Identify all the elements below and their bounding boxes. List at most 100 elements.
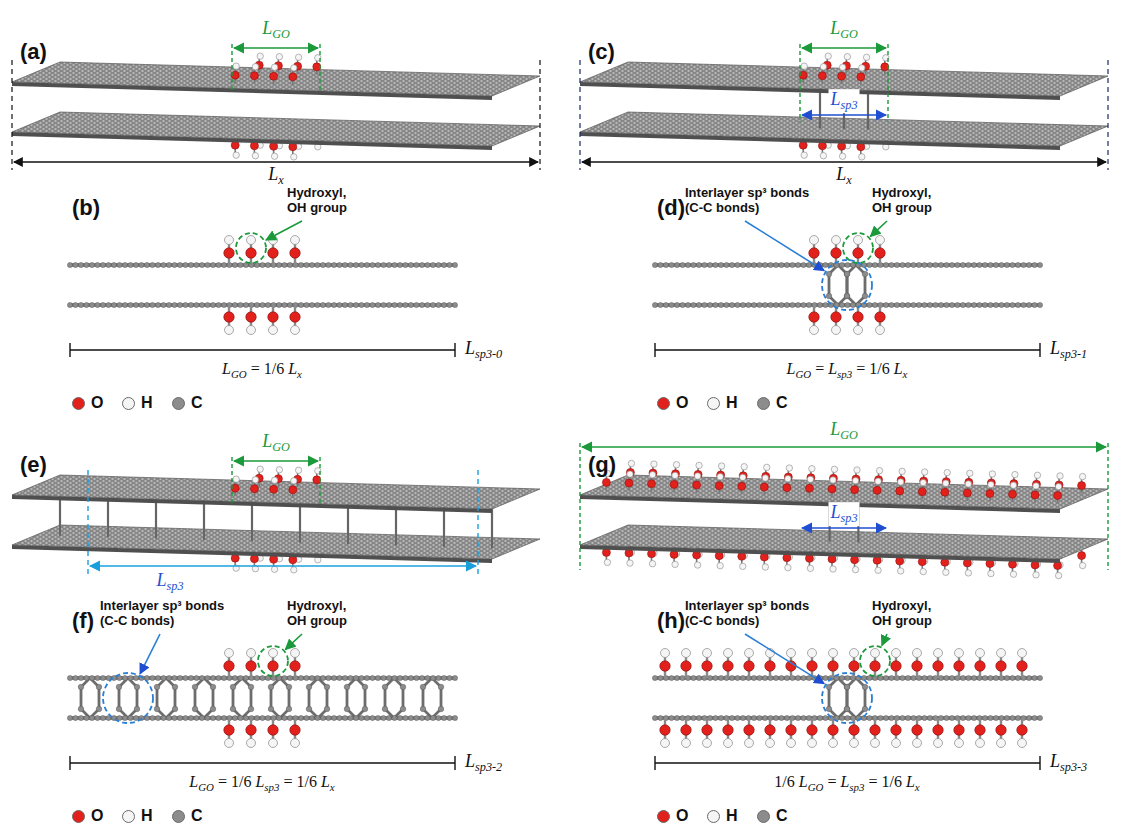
symbol: L — [255, 773, 264, 790]
oxygen-atom — [224, 248, 234, 258]
hydrogen-atom — [694, 562, 700, 568]
hydrogen-atom — [766, 739, 775, 748]
carbon-atom — [729, 675, 734, 680]
carbon-atom — [784, 262, 789, 267]
symbol: L — [465, 751, 475, 771]
hydrogen-atom — [225, 649, 234, 658]
carbon-atom — [353, 262, 358, 267]
sp3-bond — [81, 678, 99, 718]
carbon-atom — [254, 302, 259, 307]
dimension-arrow — [582, 446, 1106, 448]
hydrogen-atom — [295, 54, 301, 60]
oxygen-atom — [853, 248, 863, 258]
text-part: 1/6 — [296, 773, 316, 790]
hydrogen-atom — [703, 739, 712, 748]
carbon-atom — [392, 675, 397, 680]
carbon-atom — [420, 684, 426, 690]
carbon-atom — [364, 262, 369, 267]
hydrogen-atom — [1079, 562, 1085, 568]
carbon-atom — [768, 262, 773, 267]
carbon-atom — [265, 262, 270, 267]
text-part: (e) — [20, 452, 47, 477]
carbon-atom — [1037, 715, 1042, 720]
carbon-atom — [268, 684, 274, 690]
carbon-atom — [894, 262, 899, 267]
hydrogen-atom — [850, 739, 859, 748]
text-part: sp³ — [747, 185, 767, 200]
oxygen-atom — [891, 661, 901, 671]
hydrogen-atom — [762, 564, 768, 570]
text-part: = — [283, 773, 292, 790]
carbon-atom — [702, 262, 707, 267]
symbol: L — [787, 360, 796, 377]
carbon-atom — [205, 715, 210, 720]
carbon-atom — [337, 262, 342, 267]
carbon-atom — [353, 675, 358, 680]
oxygen-atom — [246, 248, 256, 258]
text-part: Hydroxyl, — [287, 185, 346, 200]
symbol: L — [840, 773, 849, 790]
carbon-atom — [916, 302, 921, 307]
carbon-atom — [735, 302, 740, 307]
oxygen-atom — [783, 484, 791, 492]
carbon-atom — [691, 715, 696, 720]
carbon-atom — [248, 684, 254, 690]
carbon-atom — [122, 675, 127, 680]
text-part: (C-C — [685, 613, 712, 628]
highlight-circle — [236, 233, 266, 263]
carbon-atom — [95, 262, 100, 267]
carbon-atom — [669, 675, 674, 680]
carbon-atom — [67, 262, 72, 267]
carbon-atom — [172, 262, 177, 267]
dimension-bracket — [655, 762, 1040, 763]
carbon-atom — [221, 715, 226, 720]
carbon-atom — [757, 715, 762, 720]
carbon-atom — [73, 262, 78, 267]
carbon-atom — [971, 302, 976, 307]
atom-row — [655, 263, 1040, 267]
oxygen-atom — [702, 725, 712, 735]
carbon-atom — [949, 302, 954, 307]
line — [799, 44, 800, 122]
graphene-sheet — [12, 525, 540, 559]
dimension-bracket — [454, 343, 455, 357]
oxygen-atom — [838, 72, 846, 80]
carbon-atom — [260, 302, 265, 307]
hydrogen-atom — [252, 153, 258, 159]
hydrogen-atom — [997, 739, 1006, 748]
carbon-atom — [364, 302, 369, 307]
carbon-atom — [740, 262, 745, 267]
carbon-atom — [78, 302, 83, 307]
callout-label: Hydroxyl, OH group — [287, 185, 362, 215]
text-part: (b) — [72, 195, 100, 220]
hydrogen-atom — [717, 563, 723, 569]
carbon-atom — [1004, 302, 1009, 307]
carbon-atom — [386, 302, 391, 307]
carbon-atom — [729, 262, 734, 267]
carbon-atom — [447, 715, 452, 720]
carbon-atom — [84, 675, 89, 680]
carbon-atom — [1010, 715, 1015, 720]
sp3-bond — [309, 678, 327, 718]
carbon-atom — [177, 675, 182, 680]
carbon-atom — [452, 262, 457, 267]
carbon-atom — [757, 302, 762, 307]
carbon-atom — [177, 302, 182, 307]
text-part: OH — [872, 613, 892, 628]
legend-item: O — [72, 807, 103, 825]
carbon-atom — [674, 262, 679, 267]
carbon-atom — [718, 262, 723, 267]
carbon-atom — [331, 302, 336, 307]
oxygen-atom — [762, 472, 770, 480]
carbon-atom — [359, 675, 364, 680]
carbon-atom — [823, 675, 828, 680]
subscript: sp3 — [264, 781, 279, 793]
hydrogen-atom — [1012, 471, 1018, 477]
carbon-atom — [67, 675, 72, 680]
dimension-bracket — [69, 343, 70, 357]
carbon-atom — [740, 302, 745, 307]
hydrogen-atom — [741, 464, 747, 470]
hydrogen-atom — [257, 466, 263, 472]
carbon-atom — [117, 302, 122, 307]
